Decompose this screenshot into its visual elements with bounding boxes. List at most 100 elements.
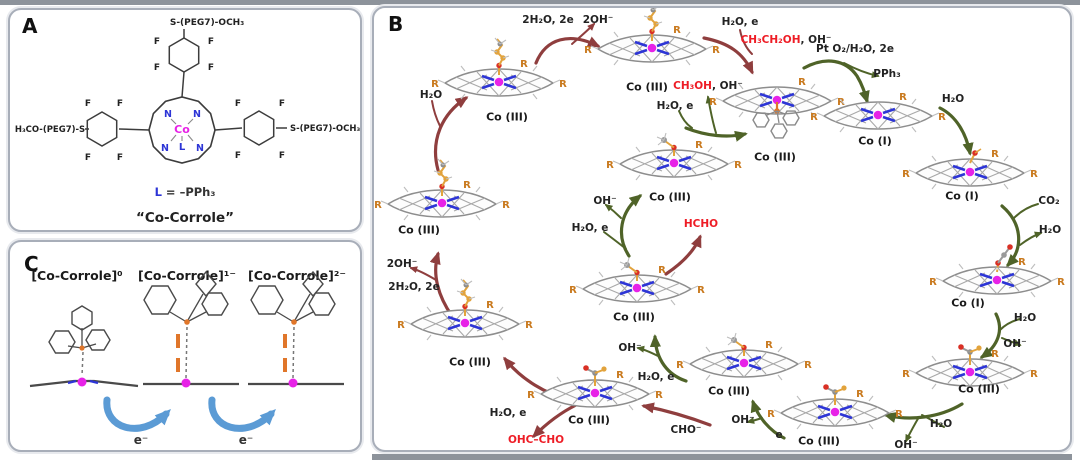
species-label-s1: Co (III) [486, 110, 528, 124]
label-h2o-3: H₂O [1013, 312, 1037, 324]
label-2h2o-2e-top: 2H₂O, 2e [522, 14, 574, 26]
electron-transfer-arrow-1 [103, 396, 171, 432]
fluorine-label: F [208, 63, 214, 73]
arrow-branch-2oh-out [571, 22, 596, 45]
arrow-branch-h2o-in-1 [999, 318, 1021, 331]
top-peg-substituent: S-(PEG7)-OCH₃ [170, 18, 244, 28]
arrow-s4-to-s5 [938, 106, 974, 156]
arrow-branch-oh-out-2 [905, 416, 920, 443]
arrow-s9-to-s14 [649, 334, 688, 383]
label-e-1: e [775, 429, 783, 441]
label-h2o-4: H₂O [929, 418, 953, 430]
ethanol-counterion: , OH⁻ [800, 34, 832, 46]
species-label-s7: Co (III) [958, 382, 1000, 396]
structure-monoanion [143, 270, 239, 388]
aryl-linker-bonds [85, 29, 287, 131]
label-h2o-e-1: H₂O, e [637, 371, 675, 383]
label-methanol-product: CH₃OH, OH⁻ [673, 80, 743, 92]
label-glyoxal-product: OHC–CHO [507, 434, 565, 446]
label-h2o-1: H₂O [941, 93, 965, 105]
label-ethanol-product: CH₃CH₂OH, OH⁻ [741, 34, 832, 46]
state-neutral-label: [Co-Corrole]⁰ [31, 268, 122, 283]
reaction-arrows [409, 22, 1043, 443]
arrow-s8-to-s9 [750, 399, 786, 440]
panel-b-label: B [388, 12, 404, 36]
molecule-s5-coI-aqua [900, 147, 1040, 191]
top-pentafluorophenyl-ring: F F F F [154, 37, 214, 73]
arrow-branch-oh-out-4 [636, 345, 659, 357]
fluorine-label: F [117, 153, 123, 163]
ethanol-text: CH₃CH₂OH [740, 34, 801, 46]
nitrogen-label: N [193, 109, 201, 120]
arrow-branch-h2o-in-left [431, 100, 441, 127]
label-h2o-e-2: H₂O, e [489, 407, 527, 419]
right-peg-substituent: S-(PEG7)-OCH₃ [290, 124, 360, 134]
left-peg-substituent: H₃CO-(PEG7)-S [15, 125, 85, 135]
label-oh-2: OH⁻ [894, 439, 918, 451]
arrow-s13-to-s3-methanol [684, 126, 748, 142]
label-oh-1: OH⁻ [1003, 338, 1027, 350]
axial-ligand-label: L [179, 142, 186, 153]
ligand-definition-rest: = –PPh₃ [162, 185, 215, 199]
label-h2o-e-topright: H₂O, e [721, 16, 759, 28]
species-label-s14: Co (III) [613, 310, 655, 324]
species-label-s11: Co (III) [449, 355, 491, 369]
catalytic-cycle-drawing: R R R [374, 8, 1067, 443]
methanol-text: CH₃OH [673, 80, 712, 92]
structure-dianion [248, 270, 344, 388]
left-pentafluorophenyl-ring: F F F F [85, 99, 123, 163]
fluorine-label: F [279, 99, 285, 109]
nitrogen-label: N [161, 143, 169, 154]
arrow-s6-to-s7 [979, 312, 1002, 359]
label-h2o-e-4: H₂O, e [571, 222, 609, 234]
label-oh-5: OH⁻ [593, 195, 617, 207]
label-2oh-left: 2OH⁻ [386, 258, 418, 270]
electron-label-1: e⁻ [134, 433, 148, 447]
fluorine-label: F [154, 63, 160, 73]
arrow-branch-h2o-out [1019, 231, 1043, 246]
arrow-s3-to-s4-pto2 [802, 59, 870, 104]
screenshot-top-edge [0, 0, 1080, 5]
molecule-s4-coI [808, 90, 948, 134]
compound-name: “Co-Corrole” [136, 210, 234, 226]
species-label-s10: Co (III) [568, 413, 610, 427]
arrow-branch-oh-out-1 [1001, 337, 1022, 346]
arrow-branch-co2-in [1013, 203, 1039, 219]
species-label-s12: Co (III) [398, 223, 440, 237]
species-label-s5: Co (I) [945, 189, 979, 203]
label-hcho-product: HCHO [683, 218, 719, 230]
panel-c-label: C [24, 252, 39, 276]
species-label-s2: Co (III) [626, 80, 668, 94]
state-monoanion-label: [Co-Corrole]¹⁻ [138, 268, 236, 283]
label-h2o-5: H₂O [419, 89, 443, 101]
arrow-s14-to-s13 [620, 194, 643, 258]
fluorine-label: F [235, 151, 241, 161]
cobalt-center-label: Co [174, 123, 190, 136]
redox-states-drawing: [Co-Corrole]⁰ [Co-Corrole]¹⁻ [Co-Corrole… [29, 268, 346, 447]
methanol-counterion: , OH⁻ [711, 80, 743, 92]
label-co2-in: CO₂ [1038, 195, 1060, 207]
species-label-s4: Co (I) [858, 134, 892, 148]
nitrogen-label: N [164, 109, 172, 120]
panel-a: A F F F F F F [8, 8, 362, 232]
label-pph3-released: PPh₃ [873, 68, 901, 80]
arrow-branch-2oh-out-left [409, 266, 437, 281]
arrow-branch-pph3-out [843, 62, 880, 79]
arrow-s12-to-s1 [433, 96, 469, 172]
fluorine-label: F [117, 99, 123, 109]
fluorine-label: F [235, 99, 241, 109]
label-h2o-e-3: H₂O, e [656, 100, 694, 112]
species-label-s3: Co (III) [754, 150, 796, 164]
state-dianion-label: [Co-Corrole]²⁻ [248, 268, 346, 283]
panel-c: C [Co-Corrole]⁰ [Co-Corrole]¹⁻ [Co-Corro… [8, 240, 362, 452]
label-oh-3: OH⁻ [731, 414, 755, 426]
species-label-s9: Co (III) [708, 384, 750, 398]
nitrogen-label: N [196, 143, 204, 154]
arrow-branch-h2o-in-2 [921, 414, 945, 428]
fluorine-label: F [85, 99, 91, 109]
screenshot-bottom-edge [372, 454, 1072, 460]
label-pto2-h2o-2e: Pt O₂/H₂O, 2e [816, 43, 894, 55]
panel-b: B R R R [372, 6, 1072, 452]
arrow-branch-h2o-e-in-2 [678, 110, 693, 129]
